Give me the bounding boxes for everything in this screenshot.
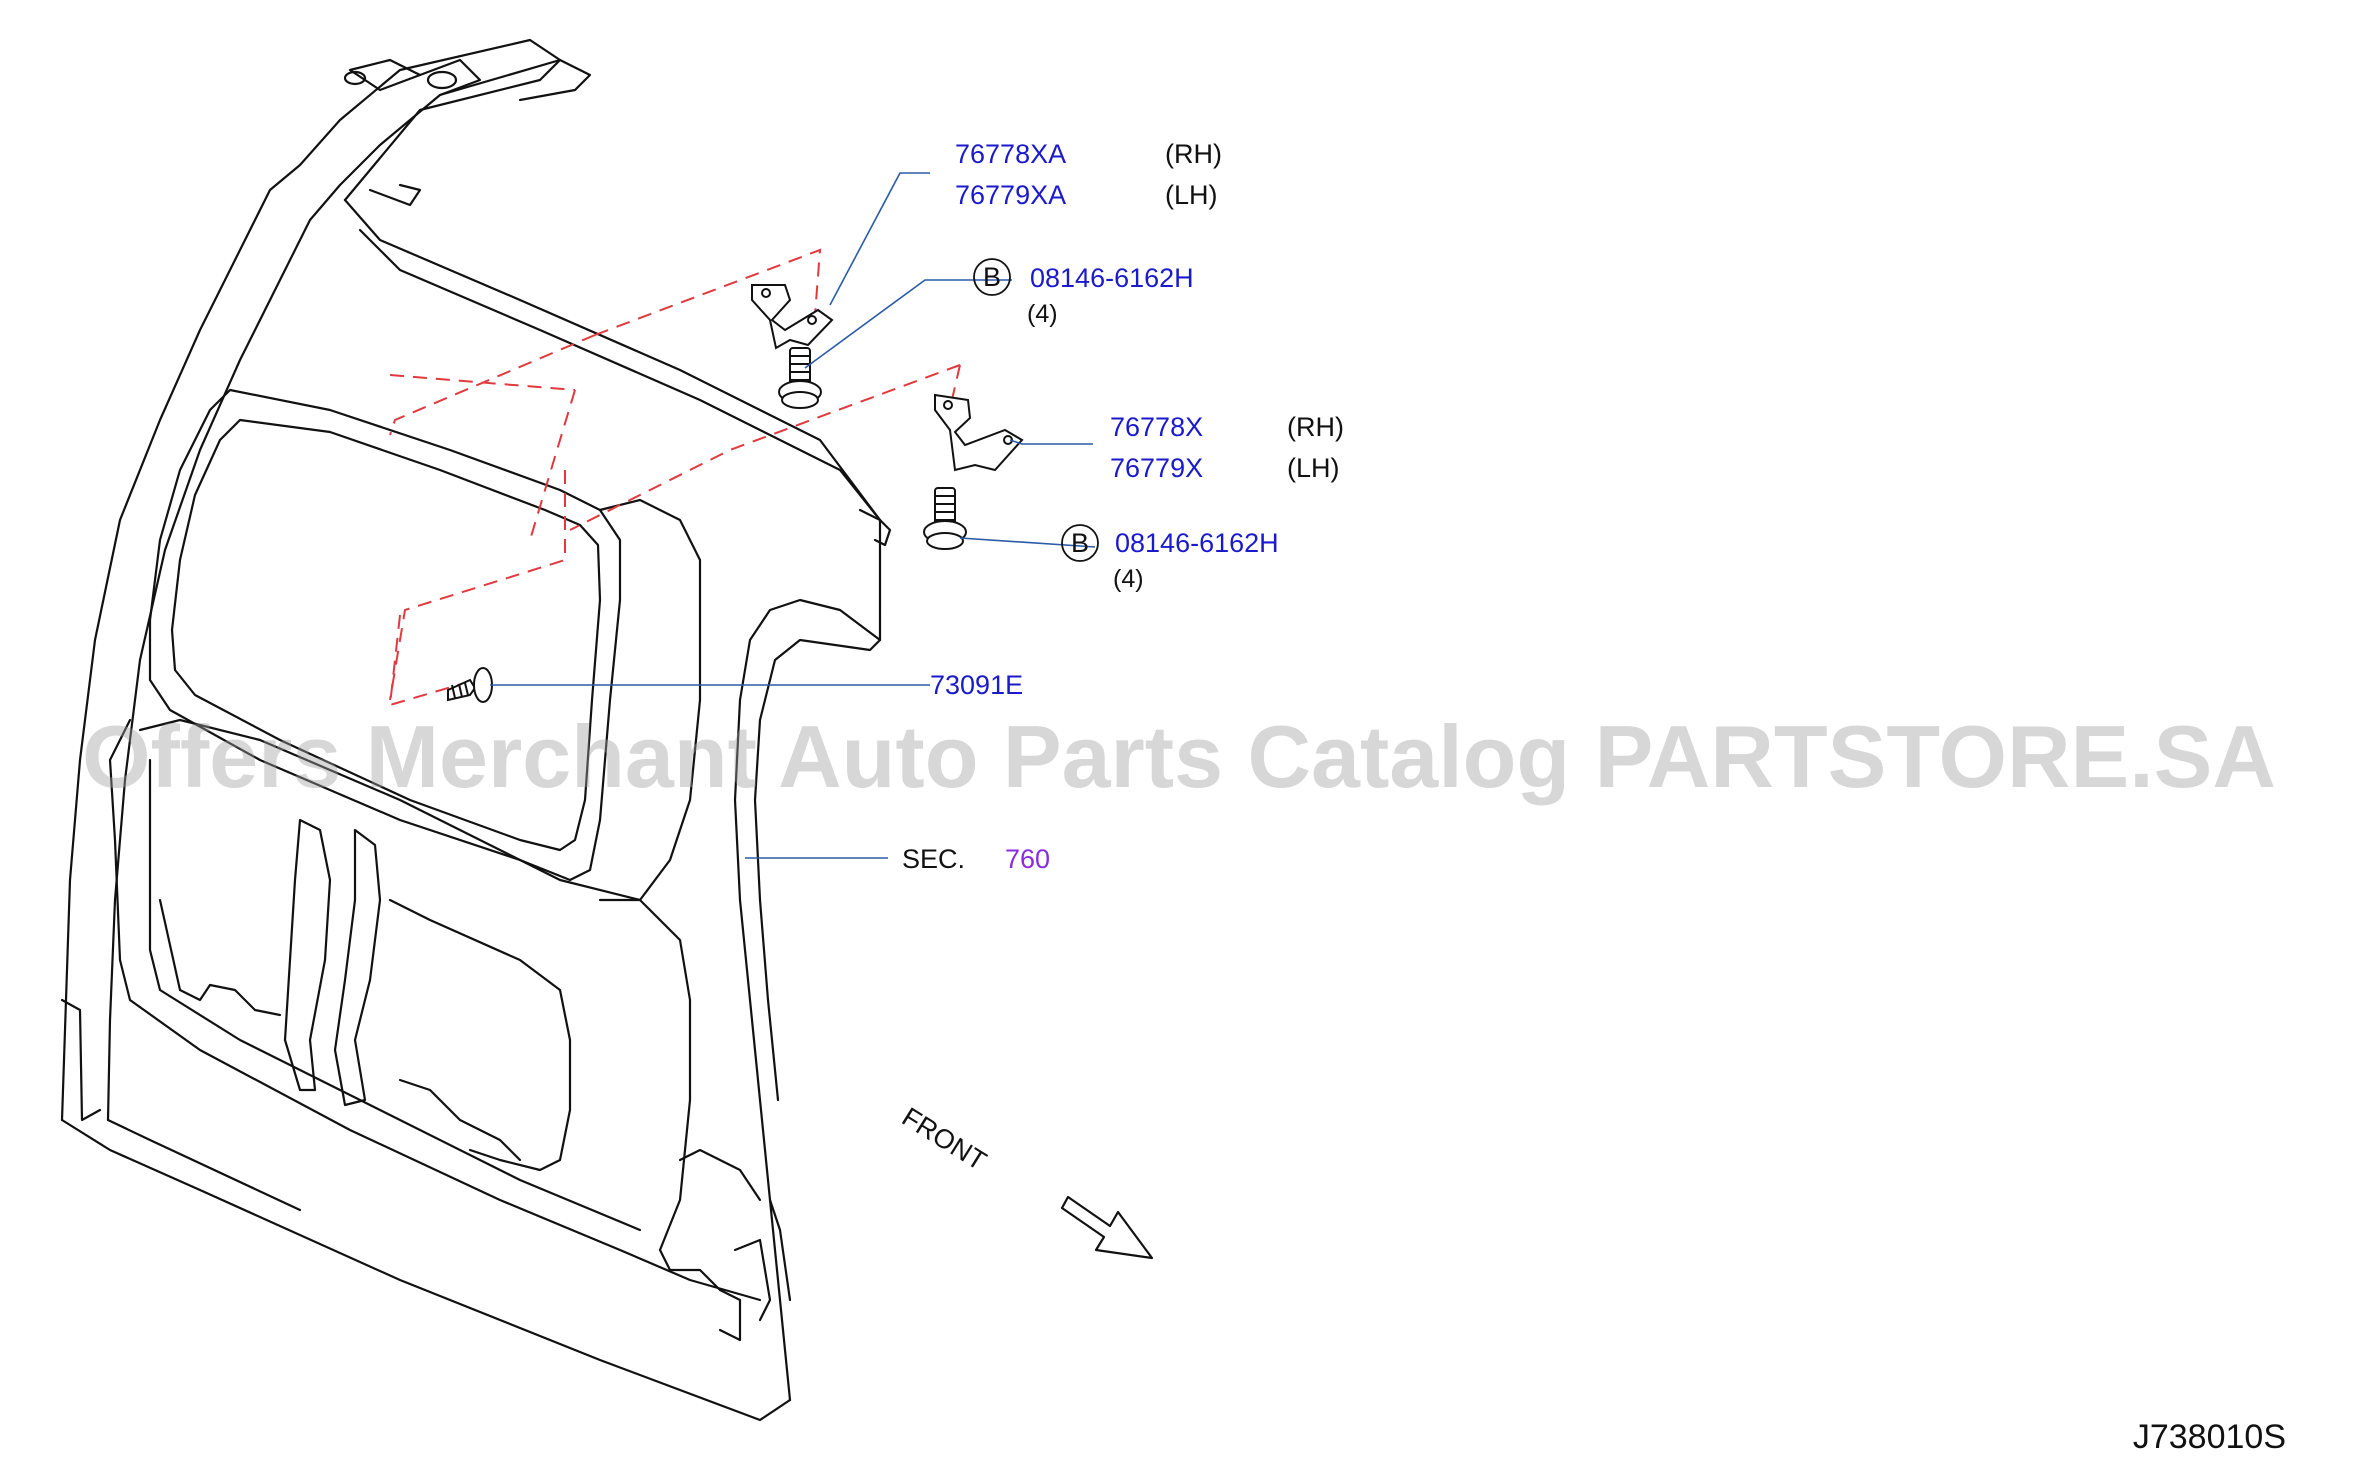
bolt-upper-part: 08146-6162H	[1030, 263, 1194, 293]
bracket-upper-lh-side: (LH)	[1165, 180, 1218, 210]
bracket-lower-rh-part: 76778X	[1110, 412, 1203, 442]
section-number: 760	[1005, 844, 1050, 874]
bolt-symbol-lower-circle	[1061, 524, 1099, 562]
bolt-lower	[923, 487, 967, 550]
bracket-upper-rh-side: (RH)	[1165, 139, 1222, 169]
bracket-upper	[751, 284, 834, 350]
bolt-symbol-upper-circle	[973, 258, 1011, 296]
bolt-lower-symbol: B	[1071, 528, 1089, 558]
bolt-upper-qty: (4)	[1027, 300, 1058, 328]
bracket-lower-lh-part: 76779X	[1110, 453, 1203, 483]
leader-lines	[490, 172, 1096, 859]
bracket-lower-rh-side: (RH)	[1287, 412, 1344, 442]
bolt-upper	[778, 347, 822, 409]
bolt-lower-part: 08146-6162H	[1115, 528, 1279, 558]
clip-fastener	[447, 667, 493, 703]
front-arrow-icon	[1060, 1195, 1154, 1260]
bracket-upper-rh-part: 76778XA	[955, 139, 1066, 169]
dashed-guide-lines	[388, 248, 961, 707]
bracket-upper-lh-part: 76779XA	[955, 180, 1066, 210]
body-side-panel	[60, 38, 892, 1422]
bolt-upper-symbol: B	[983, 262, 1001, 292]
bracket-lower-lh-side: (LH)	[1287, 453, 1340, 483]
bolt-lower-qty: (4)	[1113, 565, 1144, 593]
section-prefix: SEC.	[902, 844, 965, 874]
bracket-lower	[934, 393, 1024, 472]
drawing-code: J738010S	[2132, 1418, 2286, 1456]
clip-part: 73091E	[930, 670, 1023, 700]
front-label: FRONT	[897, 1102, 992, 1177]
